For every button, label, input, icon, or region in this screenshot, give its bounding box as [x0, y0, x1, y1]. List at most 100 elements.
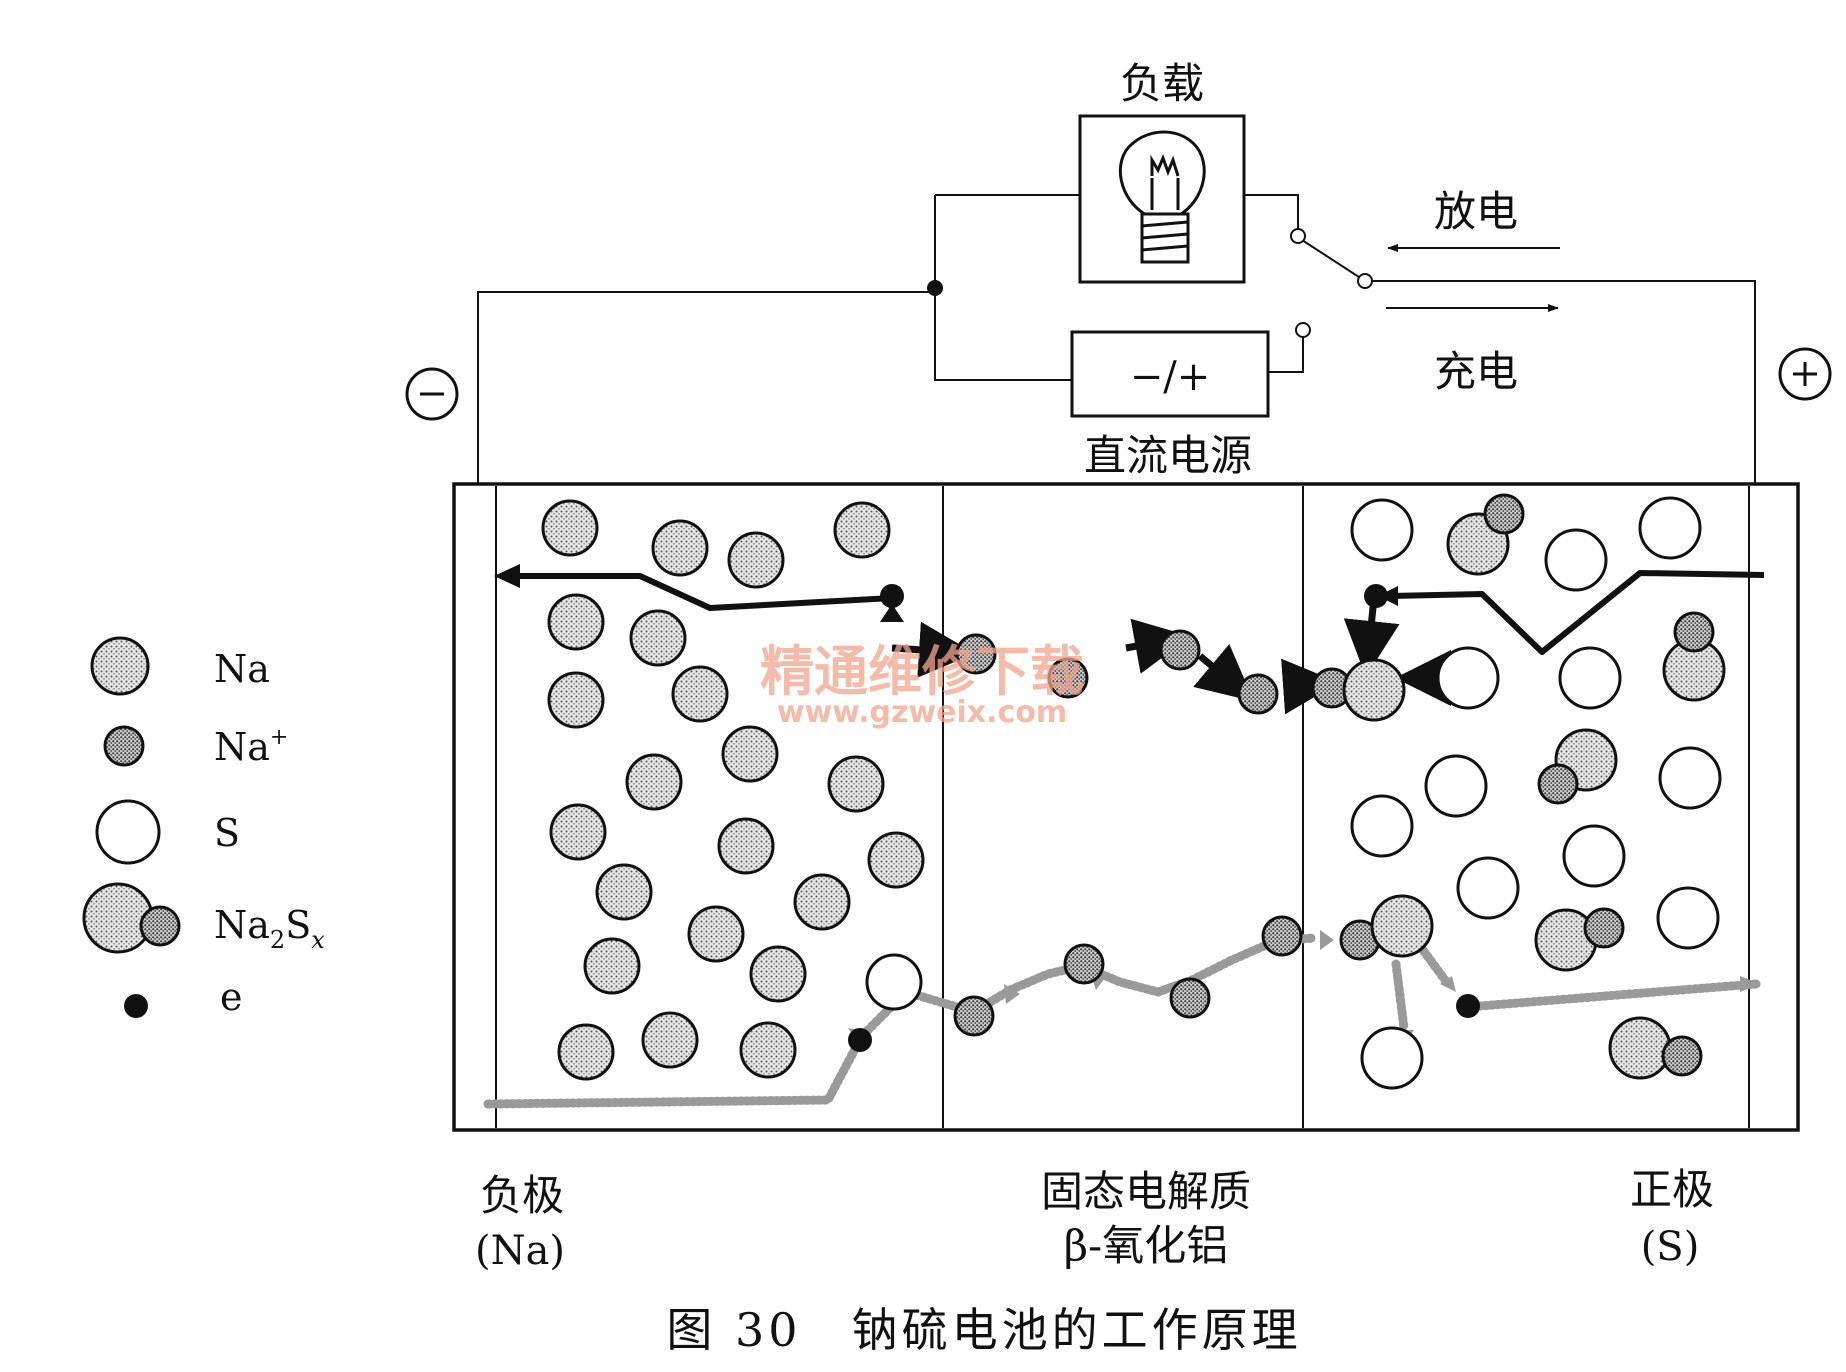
- wire-positive: [1370, 280, 1756, 485]
- s-particle: [1424, 754, 1488, 818]
- na-particle: [547, 593, 605, 651]
- load-label: 负载: [1120, 59, 1204, 108]
- na-particle: [557, 1023, 615, 1081]
- legend-na-label: Na: [214, 647, 270, 691]
- legend-na2sx-label: Na2Sx: [214, 903, 325, 954]
- electron: [848, 1028, 872, 1052]
- legend-s-label: S: [214, 811, 240, 855]
- charge-label: 充电: [1434, 347, 1518, 396]
- electron: [1456, 994, 1480, 1018]
- na-ion: [1261, 915, 1303, 957]
- negative-electrode-label: 负极: [480, 1171, 564, 1220]
- dc-source-symbol: −/+: [1130, 354, 1211, 400]
- sodium-polysulfide-particles: [1342, 493, 1726, 1080]
- legend-na-icon: [90, 636, 150, 696]
- na-ion: [1237, 673, 1279, 715]
- na-particle: [833, 501, 891, 559]
- switch-blade: [1301, 239, 1363, 280]
- wire-load-right: [1244, 194, 1299, 236]
- na-particle: [641, 1011, 699, 1069]
- na2sx-particle: [1370, 894, 1434, 958]
- legend-electron-label: e: [220, 975, 243, 1019]
- legend-na-ion-label: Na+: [214, 725, 288, 769]
- na2sx-particle: [1537, 728, 1618, 805]
- electrons: [848, 584, 1480, 1052]
- na-ion: [1063, 943, 1105, 985]
- switch-contact-pivot: [1357, 273, 1373, 289]
- na-particle: [629, 609, 687, 667]
- na-particle: [687, 905, 745, 963]
- legend: Na Na+ S Na2Sx e: [82, 636, 325, 1019]
- legend-s-icon: [95, 799, 161, 865]
- negative-electrode-material: (Na): [475, 1228, 565, 1274]
- junction-dot: [927, 280, 943, 296]
- sodium-ions: [953, 629, 1381, 1037]
- na-particle: [827, 755, 885, 813]
- sulfur-particle: [865, 953, 923, 1011]
- na-particle: [541, 499, 599, 557]
- electrolyte-label: 固态电解质: [1041, 1167, 1251, 1216]
- svg-text:精通维修下载: 精通维修下载: [760, 640, 1084, 703]
- s-particle: [1658, 746, 1722, 810]
- na-particle: [595, 863, 653, 921]
- switch-contact-discharge: [1290, 228, 1306, 244]
- na-particle: [727, 531, 785, 589]
- watermark: 精通维修下载 www.gzweix.com: [760, 640, 1084, 730]
- na-ion: [1159, 629, 1201, 671]
- external-circuit: [477, 194, 1756, 485]
- dc-source-box: [1070, 330, 1270, 418]
- na2sx-particle: [1608, 1016, 1703, 1080]
- s-particle: [1656, 886, 1720, 950]
- wire-negative: [477, 291, 935, 485]
- legend-electron-icon: [124, 994, 148, 1018]
- wire-dc-right: [1268, 336, 1304, 373]
- svg-text:www.gzweix.com: www.gzweix.com: [777, 695, 1067, 730]
- s-particle: [1456, 856, 1520, 920]
- na-ion: [953, 995, 995, 1037]
- na-particle: [547, 671, 605, 729]
- light-bulb-icon: [1118, 130, 1206, 264]
- electron: [1364, 584, 1388, 608]
- electron: [880, 584, 904, 608]
- na2sx-particle: [1446, 493, 1525, 576]
- na-particle: [583, 937, 641, 995]
- wire-branch-left: [934, 195, 1072, 381]
- na-particle: [671, 665, 729, 723]
- na-particle: [717, 817, 775, 875]
- positive-electrode-material: (S): [1641, 1224, 1700, 1270]
- legend-na-ion-icon: [103, 725, 145, 767]
- sodium-particles: [541, 499, 925, 1081]
- na-particle: [625, 753, 683, 811]
- na-particle: [721, 725, 779, 783]
- dc-source-label: 直流电源: [1084, 431, 1252, 480]
- na2sx-particle: [1662, 611, 1726, 702]
- na-ion: [1169, 977, 1211, 1019]
- na-particle: [651, 519, 709, 577]
- na2sx-particle: [1534, 907, 1625, 972]
- s-particle: [1360, 1026, 1424, 1090]
- na-particle: [749, 945, 807, 1003]
- na-particle: [739, 1021, 797, 1079]
- sulfur-particles: [1350, 496, 1722, 1090]
- electrolyte-material: β-氧化铝: [1064, 1221, 1228, 1270]
- s-particle: [1350, 794, 1414, 858]
- na-particle: [793, 873, 851, 931]
- na-ion: [955, 633, 997, 675]
- na-ion: [1047, 657, 1089, 699]
- na-particle: [867, 831, 925, 889]
- s-particle: [1638, 496, 1702, 560]
- na-particle: [549, 803, 607, 861]
- positive-electrode-label: 正极: [1630, 1165, 1714, 1214]
- na2sx-particle: [1342, 658, 1406, 722]
- s-particle: [1350, 498, 1414, 562]
- s-particle: [1436, 646, 1500, 710]
- legend-na2sx-icon-small: [139, 905, 181, 947]
- positive-terminal-icon: [1778, 347, 1832, 401]
- s-particle: [1544, 528, 1608, 592]
- figure-caption: 图 30 钠硫电池的工作原理: [666, 1303, 1301, 1357]
- negative-terminal-icon: [405, 367, 459, 421]
- s-particle: [1558, 646, 1622, 710]
- switch-contact-charge: [1295, 322, 1311, 338]
- s-particle: [1562, 824, 1626, 888]
